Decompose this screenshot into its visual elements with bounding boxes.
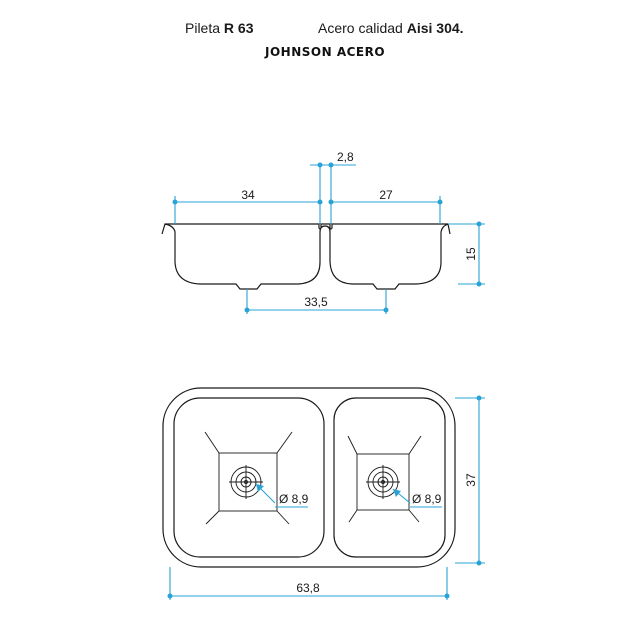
drain-spacing-label: 33,5 — [304, 295, 328, 309]
dim-marker — [317, 162, 323, 168]
right-drain-diameter-label: Ø 8,9 — [412, 492, 442, 506]
top-view: Ø 8,9 Ø 8,9 — [162, 387, 485, 600]
dim-marker — [383, 307, 389, 313]
model-prefix: Pileta — [185, 20, 224, 36]
overall-depth-label: 37 — [464, 473, 478, 487]
right-bowl-fold-line — [348, 509, 358, 523]
divider-thickness-label: 2,8 — [337, 150, 354, 164]
dim-marker — [476, 221, 482, 227]
left-bowl-width-label: 34 — [241, 188, 255, 202]
dim-marker — [172, 199, 178, 205]
left-bowl-fold-line — [204, 431, 220, 454]
dim-marker — [444, 593, 450, 599]
material-grade: Aisi 304. — [406, 20, 464, 36]
right-bowl — [333, 397, 446, 558]
left-bowl-fold-line — [276, 510, 290, 525]
dim-marker — [476, 281, 482, 287]
dim-marker — [317, 199, 323, 205]
dim-marker — [328, 162, 334, 168]
dim-marker — [328, 199, 334, 205]
left-drain-leader-arrow — [256, 484, 264, 492]
dim-marker — [437, 199, 443, 205]
depth-label: 15 — [464, 247, 478, 261]
right-drain-area: Ø 8,9 — [347, 435, 442, 523]
material-title: Acero calidad Aisi 304. — [318, 20, 464, 36]
left-bowl-fold-line — [276, 431, 293, 454]
side-view-profile — [161, 223, 451, 290]
left-drain-plate — [218, 452, 278, 512]
right-bowl-fold-line — [408, 509, 420, 523]
material-prefix: Acero calidad — [318, 20, 407, 36]
sink-outer-rim — [162, 387, 456, 568]
left-drain-area: Ø 8,9 — [204, 431, 309, 525]
right-bowl-width-label: 27 — [379, 188, 393, 202]
left-bowl-fold-line — [205, 510, 220, 525]
right-bowl-fold-line — [408, 435, 422, 455]
right-drain-leader-arrow — [393, 489, 401, 497]
dim-marker — [476, 395, 482, 401]
model-code: R 63 — [223, 20, 254, 36]
model-title: Pileta R 63 — [185, 20, 254, 36]
right-drain-plate — [356, 453, 410, 511]
dim-marker — [476, 560, 482, 566]
overall-width-label: 63,8 — [296, 581, 320, 595]
left-bowl — [173, 397, 325, 558]
side-view: 34 27 2,8 15 33,5 — [161, 150, 485, 314]
dim-marker — [167, 593, 173, 599]
left-drain-diameter-label: Ø 8,9 — [279, 492, 309, 506]
right-bowl-fold-line — [347, 435, 358, 455]
dim-marker — [244, 307, 250, 313]
brand-name: JOHNSON ACERO — [265, 45, 386, 59]
